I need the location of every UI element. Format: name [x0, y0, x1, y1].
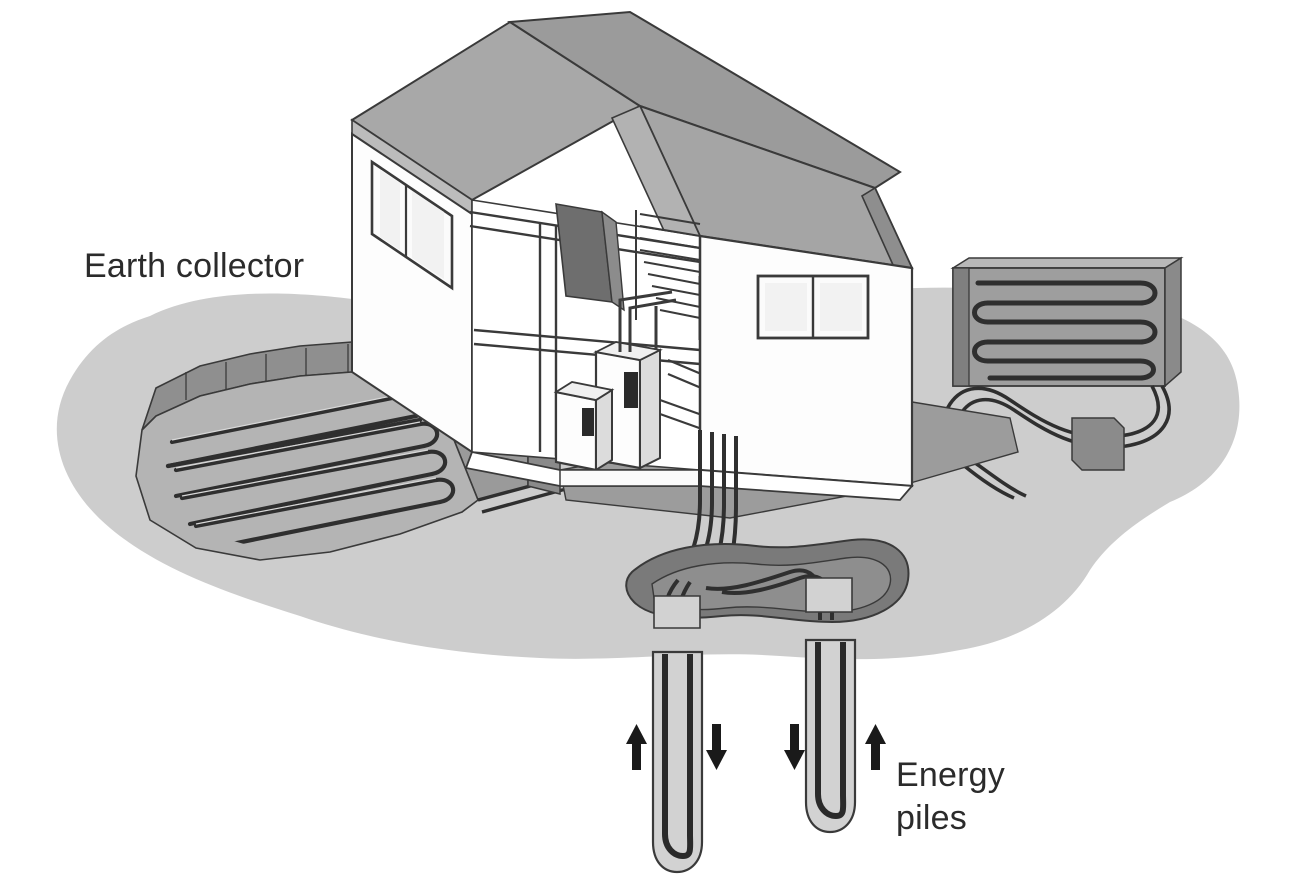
interior-duct-side	[601, 210, 625, 312]
pipe-trench	[625, 538, 910, 629]
roof-rear-plane	[506, 10, 902, 190]
heat-pump-display	[624, 372, 638, 408]
flow-arrow-1-up	[626, 724, 647, 770]
collector-coils-right	[972, 280, 1158, 381]
interior-stairs	[635, 210, 701, 320]
pile-left-utube	[662, 654, 694, 859]
label-energy-piles-line1: Energy	[896, 756, 1005, 794]
label-earth-collector: Earth collector	[84, 247, 304, 285]
window-right-pane-b	[820, 283, 862, 331]
right-panel-top	[950, 257, 1184, 269]
heat-pump-side	[639, 348, 661, 470]
collector-coils-left-highlight	[171, 391, 437, 525]
right-pipe-trench-block	[1071, 417, 1125, 471]
collector-coils-left	[165, 391, 456, 551]
house-right-wall	[698, 234, 914, 488]
house-floor-front	[559, 469, 701, 487]
window-left-pane-b	[412, 191, 444, 279]
window-left-pane-a	[380, 170, 400, 250]
energy-piles	[651, 638, 857, 874]
buffer-tank-display	[582, 408, 594, 436]
window-left	[370, 159, 454, 291]
buffer-tank-unit	[553, 381, 615, 472]
right-panel-right-edge	[1164, 256, 1182, 388]
pile-right-utube-inner	[824, 642, 840, 808]
pile-right-utube	[815, 642, 847, 819]
window-right-pane-a	[765, 283, 807, 331]
heat-pump-top	[593, 341, 663, 361]
energy-pile-left	[651, 650, 704, 874]
flow-arrow-4-up	[865, 724, 886, 770]
pile-head-left	[653, 595, 701, 629]
right-panel-left-edge	[952, 267, 970, 387]
buffer-tank-side	[595, 388, 613, 472]
earth-collector-right	[941, 256, 1184, 500]
flow-arrow-3-down	[784, 724, 805, 770]
flow-arrows	[626, 724, 886, 770]
pile-head-right	[805, 577, 853, 613]
window-right	[756, 274, 870, 340]
pile-left-body	[651, 650, 704, 874]
flow-arrow-2-down	[706, 724, 727, 770]
label-energy-piles-line2: piles	[896, 799, 967, 837]
buffer-tank-top	[553, 381, 615, 401]
right-panel-face	[952, 267, 1166, 387]
energy-pile-right	[804, 638, 857, 834]
pile-left-utube-inner	[671, 654, 687, 848]
cutaway-house	[350, 10, 914, 501]
